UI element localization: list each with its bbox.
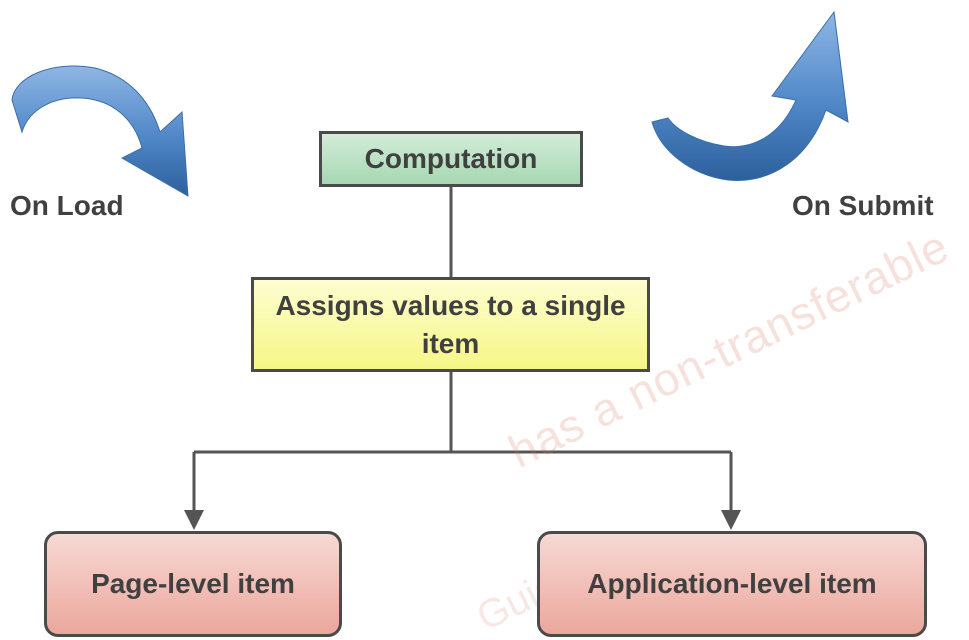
curved-arrow-down-icon [11, 65, 189, 197]
arrowhead-icon [184, 510, 204, 530]
computation-box: Computation [319, 131, 583, 187]
on-submit-label: On Submit [792, 190, 934, 221]
on-load-label: On Load [10, 190, 124, 221]
arrowhead-icon [721, 510, 741, 530]
page-level-item-box: Page-level item [44, 531, 342, 637]
application-level-item-box: Application-level item [537, 531, 927, 637]
curved-arrow-up-icon [651, 10, 849, 181]
assigns-values-box: Assigns values to a single item [251, 277, 650, 372]
